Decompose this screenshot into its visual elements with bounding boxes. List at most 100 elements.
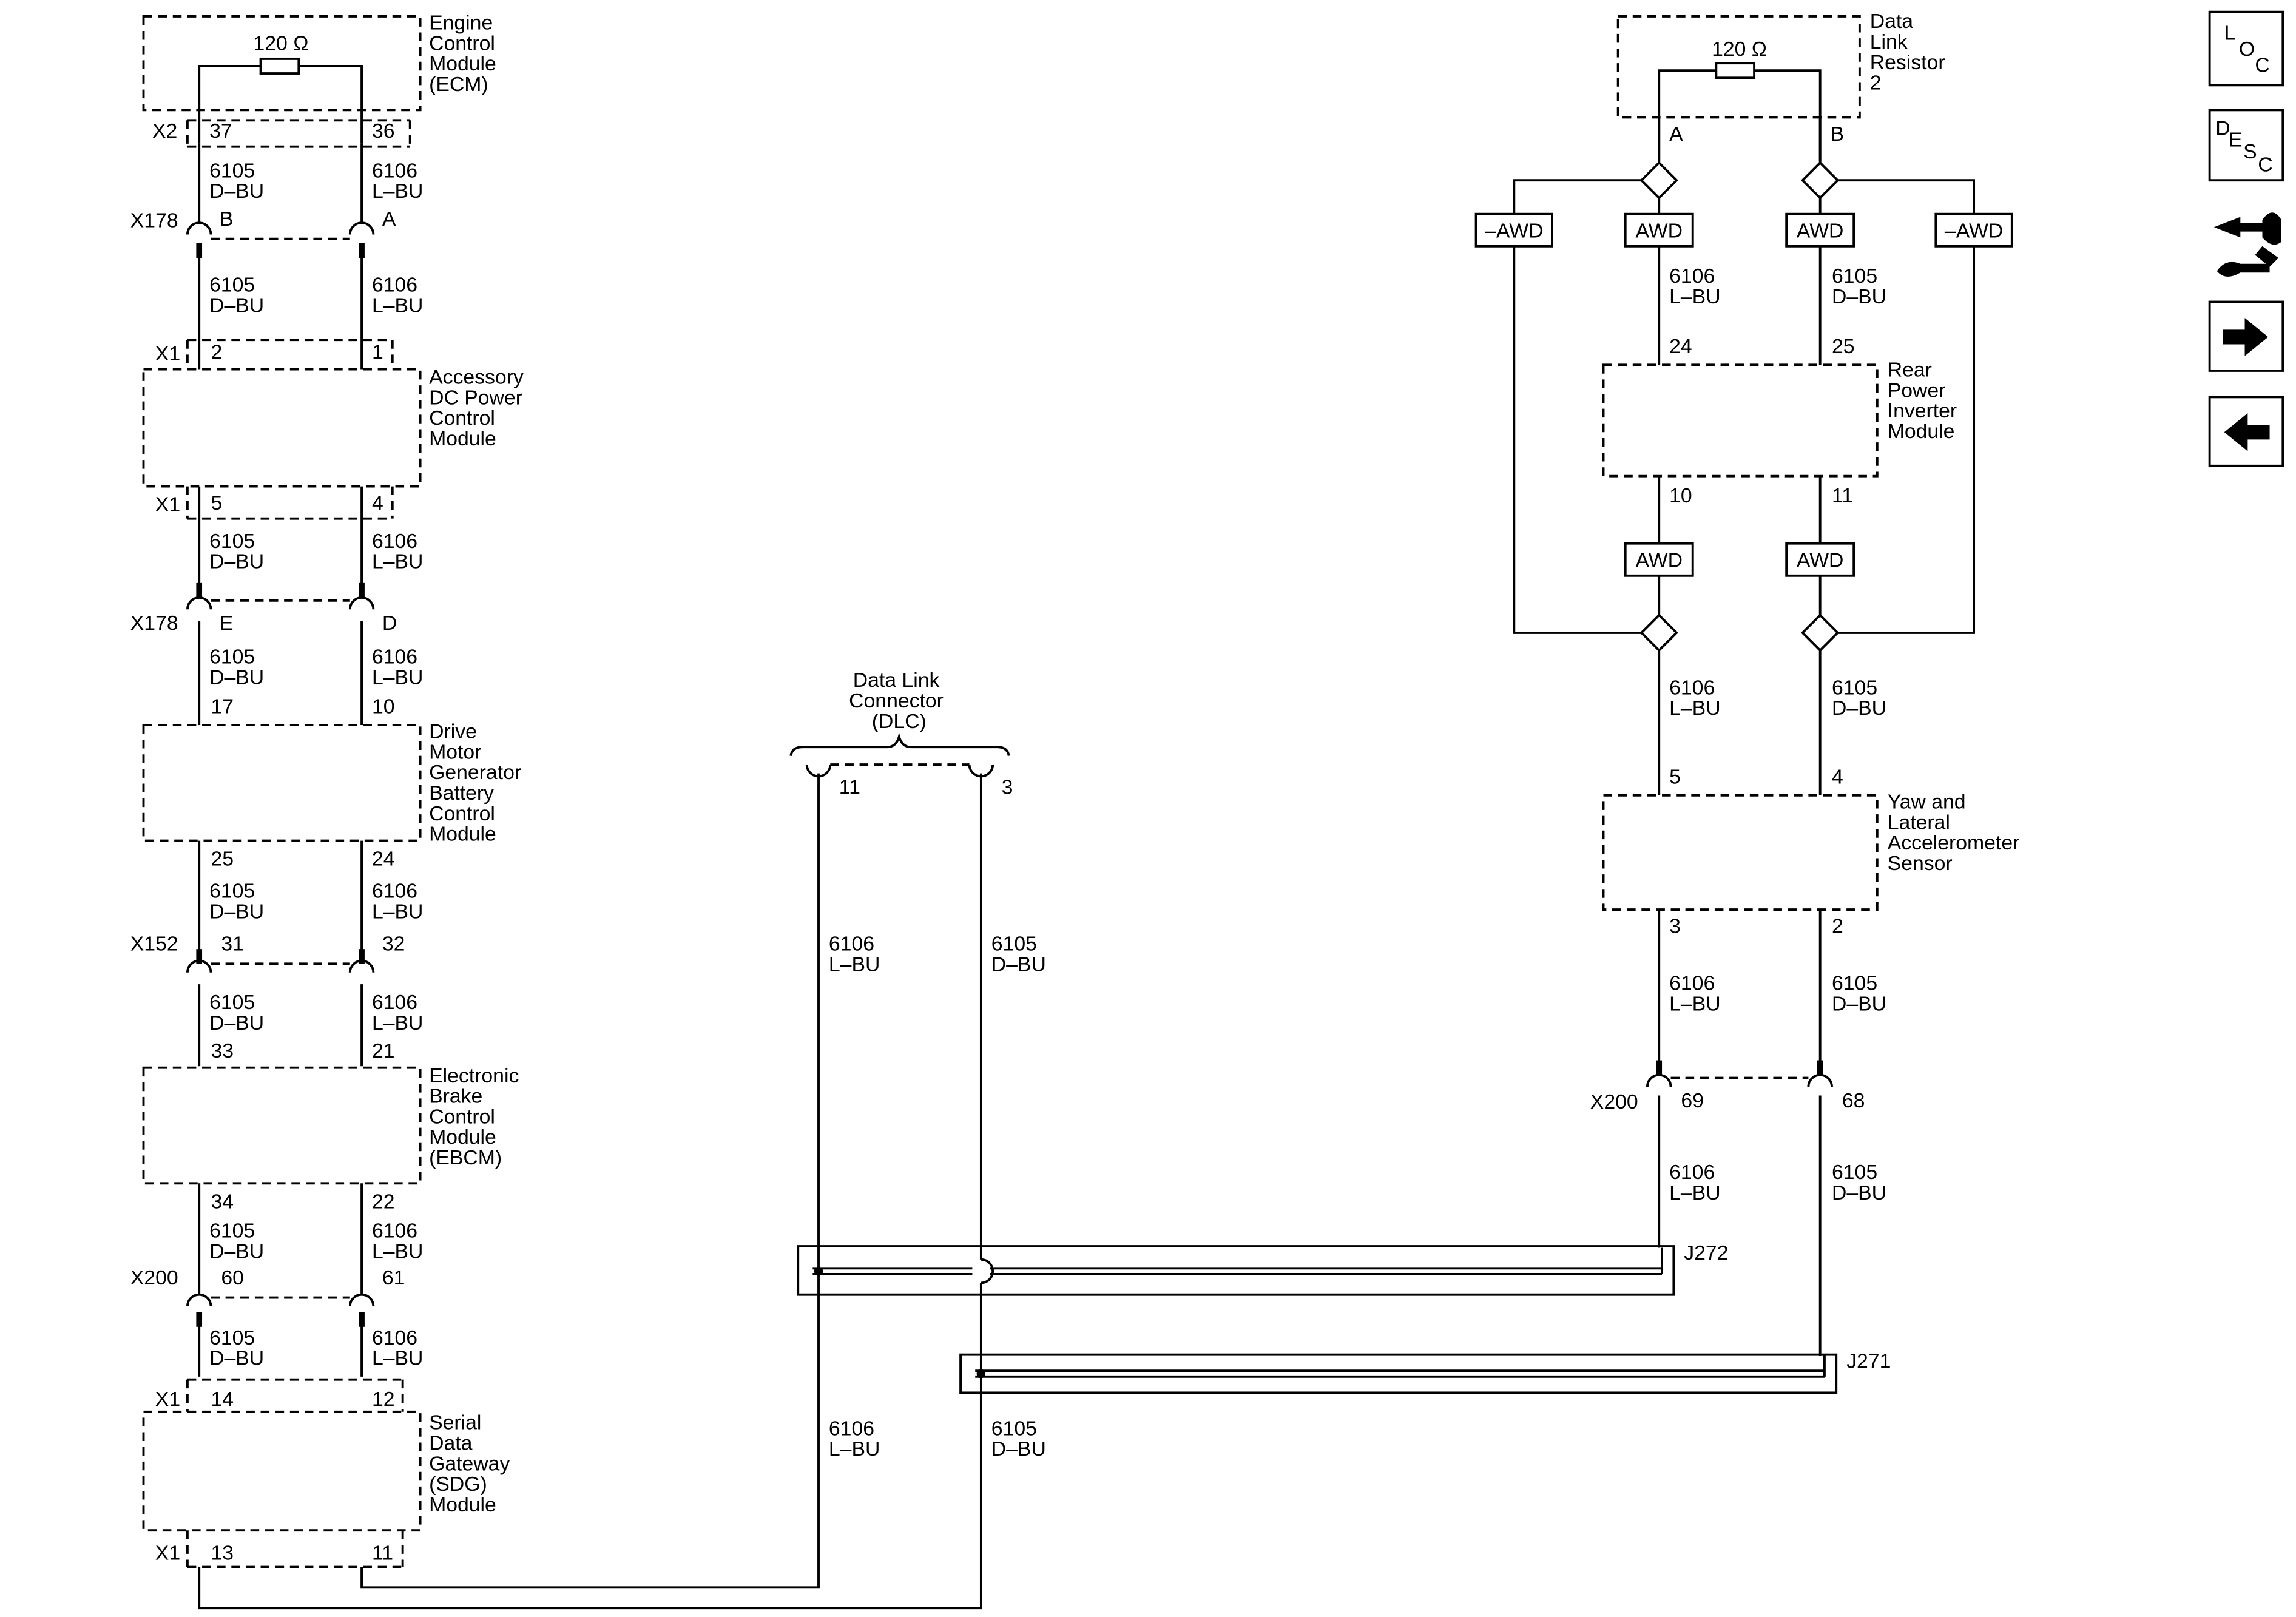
dmgb-pin-10: 10: [372, 695, 395, 718]
dmgb-label: Drive Motor Generator Battery Control Mo…: [429, 720, 527, 846]
ecm-terminating-resistor: [259, 57, 300, 75]
option-selectors: [1639, 161, 1840, 652]
loc-glyph-l: L: [2224, 22, 2236, 45]
x178-pin-b: B: [220, 208, 234, 231]
x152-pin-32: 32: [382, 933, 405, 956]
option-diamond: [1639, 613, 1678, 652]
inline-connector-x152: X152 31 32: [130, 933, 405, 973]
x178-pin-d: D: [382, 612, 397, 635]
awd-option-label: AWD: [1635, 549, 1683, 572]
previous-page-button[interactable]: [2208, 396, 2284, 467]
not-awd-option-label: –AWD: [1485, 219, 1543, 242]
desc-glyph-c: C: [2258, 154, 2272, 177]
inline-connector-x200-left: X200 60 61: [130, 1266, 405, 1327]
ebcm-pin-34: 34: [211, 1190, 234, 1213]
rear-power-inverter-module: 24 25 Rear Power Inverter Module 10 11: [1602, 335, 1963, 507]
awd-option-label: AWD: [1797, 219, 1844, 242]
j272-label: J272: [1684, 1241, 1728, 1264]
j271-label: J271: [1846, 1349, 1891, 1372]
ecm-label: Engine Control Module (ECM): [429, 12, 502, 96]
loc-button[interactable]: L O C: [2208, 10, 2284, 87]
x200-pin-69: 69: [1681, 1089, 1704, 1112]
ecm-module: 120 Ω Engine Control Module (ECM) X2 37 …: [142, 12, 502, 148]
awd-option-label: AWD: [1797, 549, 1844, 572]
awd-option-label: AWD: [1635, 219, 1683, 242]
x200-pin-61: 61: [382, 1266, 405, 1289]
sdg-label: Serial Data Gateway (SDG) Module: [429, 1411, 516, 1516]
ecm-resistor-label: 120 Ω: [253, 32, 308, 55]
dlc-pin-11: 11: [839, 775, 860, 798]
data-link-resistor-2: 120 Ω Data Link Resistor 2 A B: [1616, 10, 1945, 146]
inline-connector-x200-right: X200 69 68: [1590, 1060, 1865, 1113]
dlr2-pin-b: B: [1831, 123, 1845, 146]
dlr2-resistor-label: 120 Ω: [1712, 38, 1767, 61]
accessory-pin-2: 2: [211, 341, 223, 364]
rpim-label: Rear Power Inverter Module: [1888, 359, 1963, 443]
accessory-top-connector: X1: [155, 342, 180, 365]
x200-right-label: X200: [1590, 1090, 1638, 1113]
desc-glyph-d: D: [2215, 116, 2230, 140]
next-page-button[interactable]: [2208, 300, 2284, 372]
ebcm-pin-33: 33: [211, 1039, 234, 1062]
option-diamond: [1639, 161, 1678, 200]
ecm-pin-37: 37: [209, 120, 232, 143]
yaw-label: Yaw and Lateral Accelerometer Sensor: [1888, 791, 2025, 875]
x178-2-label: X178: [130, 612, 178, 635]
x178-label: X178: [130, 209, 178, 232]
yaw-pin-2: 2: [1832, 915, 1843, 938]
dmgb-pin-25: 25: [211, 848, 234, 871]
splice-pack-j271: J271: [959, 1349, 1891, 1394]
yaw-pin-4: 4: [1832, 765, 1843, 788]
drive-motor-battery-module: 17 10 Drive Motor Generator Battery Cont…: [142, 695, 527, 871]
x178-pin-a: A: [382, 208, 396, 231]
option-diamond: [1800, 613, 1840, 652]
x200-pin-60: 60: [221, 1266, 244, 1289]
desc-glyph-e: E: [2229, 129, 2243, 152]
dlr2-terminating-resistor: [1715, 62, 1756, 79]
inline-connector-x178-2: X178 E D: [130, 582, 397, 635]
data-link-connector: Data Link Connector (DLC) 11 3: [789, 669, 1013, 798]
accessory-bottom-connector: X1: [155, 493, 180, 516]
component-view-icon[interactable]: [2213, 212, 2281, 277]
arrow-left-icon: [2224, 413, 2270, 451]
ebcm-module: 33 21 Electronic Brake Control Module (E…: [142, 1039, 525, 1213]
accessory-dc-power-module: X1 2 1 Accessory DC Power Control Module…: [142, 339, 529, 520]
not-awd-option-label: –AWD: [1945, 219, 2003, 242]
ebcm-label: Electronic Brake Control Module (EBCM): [429, 1064, 525, 1169]
splice-pack-j272: J272: [797, 1241, 1728, 1296]
serial-data-gateway-module: X1 14 12 Serial Data Gateway (SDG) Modul…: [142, 1378, 516, 1568]
rpim-pin-24: 24: [1669, 335, 1692, 358]
desc-button[interactable]: D E S C: [2208, 109, 2284, 182]
left-column-wires: [198, 65, 982, 1610]
dlc-pin-3: 3: [1002, 775, 1013, 798]
rpim-pin-25: 25: [1832, 335, 1855, 358]
accessory-pin-4: 4: [372, 491, 383, 515]
sdg-pin-11: 11: [372, 1542, 393, 1565]
accessory-label: Accessory DC Power Control Module: [429, 366, 529, 450]
sdg-pin-14: 14: [211, 1388, 234, 1411]
